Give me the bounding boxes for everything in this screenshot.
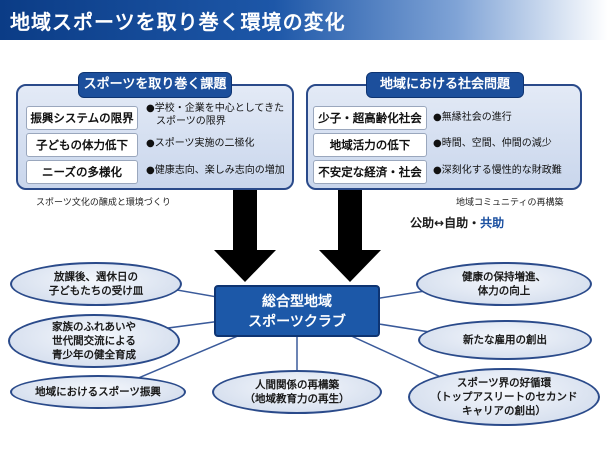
left-caption: スポーツ文化の醸成と環境づくり [36, 198, 171, 208]
outcome-ml-line2: 世代間交流による [52, 335, 136, 347]
right-tag-3: 不安定な経済・社会 [313, 160, 427, 184]
outcome-mr-line1: 新たな雇用の創出 [463, 334, 547, 346]
left-desc-3: ●健康志向、楽しみ志向の増加 [146, 165, 285, 176]
right-desc-2: ●時間、空間、仲間の減少 [433, 138, 552, 149]
outcome-tl-line1: 放課後、週休日の [54, 271, 138, 283]
right-desc-1: ●無縁社会の進行 [433, 112, 512, 123]
outcome-bc-line1: 人間関係の再構築 [255, 379, 339, 391]
right-caption: 地域コミュニティの再構築 [456, 198, 564, 208]
left-tag-2: 子どもの体力低下 [26, 133, 138, 157]
right-panel-heading: 地域における社会問題 [366, 72, 524, 98]
collab-arrow: ↔ [434, 216, 445, 230]
collab-part1: 公助 [410, 216, 435, 230]
arrow-left [214, 190, 276, 282]
center-line1: 総合型地域 [262, 294, 332, 310]
outcome-tl-line2: 子どもたちの受け皿 [48, 285, 144, 297]
outcome-family-exchange: 家族のふれあいや世代間交流による青少年の健全育成 [8, 314, 180, 368]
outcome-br-line3: キャリアの創出） [462, 405, 546, 417]
center-line2: スポーツクラブ [248, 314, 346, 330]
left-panel-heading: スポーツを取り巻く課題 [78, 72, 232, 98]
outcome-tr-line1: 健康の保持増進、 [462, 271, 546, 283]
collab-part3: 共助 [480, 216, 505, 230]
outcome-bc-line2: （地域教育力の再生） [244, 393, 350, 405]
outcome-bl-line1: 地域におけるスポーツ振興 [35, 386, 161, 398]
left-desc-1b: スポーツの限界 [156, 116, 226, 127]
collab-part2: 自助・ [444, 216, 481, 230]
right-tag-1: 少子・超高齢化社会 [313, 106, 427, 130]
outcome-sports-cycle: スポーツ界の好循環 （トップアスリートのセカンドキャリアの創出） [408, 368, 600, 426]
page-title: 地域スポーツを取り巻く環境の変化 [10, 10, 346, 34]
outcome-relationships: 人間関係の再構築 （地域教育力の再生） [212, 370, 382, 414]
left-tag-1: 振興システムの限界 [26, 106, 138, 130]
outcome-employment: 新たな雇用の創出 [418, 320, 592, 360]
right-desc-3: ●深刻化する慢性的な財政難 [433, 165, 562, 176]
outcome-local-sports: 地域におけるスポーツ振興 [10, 375, 186, 409]
outcome-br-line2: （トップアスリートのセカンド [430, 391, 578, 403]
title-banner [0, 0, 608, 40]
outcome-ml-line1: 家族のふれあいや [52, 321, 136, 333]
left-desc-2: ●スポーツ実施の二極化 [146, 138, 255, 149]
left-desc-1a: ●学校・企業を中心としてきた [146, 103, 285, 114]
center-club-box: 総合型地域 スポーツクラブ [214, 285, 380, 337]
outcome-ml-line3: 青少年の健全育成 [52, 349, 136, 361]
outcome-tr-line2: 体力の向上 [477, 285, 531, 297]
outcome-health: 健康の保持増進、体力の向上 [416, 262, 592, 306]
left-tag-3: ニーズの多様化 [26, 160, 138, 184]
arrow-right [319, 190, 381, 282]
right-tag-2: 地域活力の低下 [313, 133, 427, 157]
outcome-br-line1: スポーツ界の好循環 [456, 377, 552, 389]
collab-label: 公助↔自助・共助 [410, 214, 504, 231]
outcome-after-school: 放課後、週休日の子どもたちの受け皿 [10, 262, 182, 306]
